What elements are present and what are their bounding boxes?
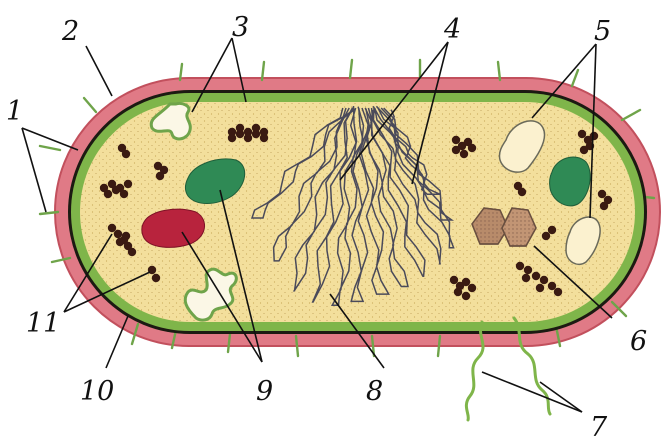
ribosome-dot — [114, 230, 122, 238]
ribosome-dot — [236, 130, 244, 138]
ribosome-dot — [112, 186, 120, 194]
label-8: 8 — [366, 376, 383, 407]
ribosome-dot — [260, 134, 268, 142]
ribosome-dot — [518, 188, 526, 196]
label-9: 9 — [256, 376, 273, 407]
ribosome-dot — [468, 284, 476, 292]
pilus-icon — [572, 70, 578, 86]
ribosome-dot — [122, 150, 130, 158]
ribosome-dot — [156, 172, 164, 180]
label-11: 11 — [26, 308, 60, 339]
label-3: 3 — [232, 12, 249, 43]
label-1: 1 — [6, 96, 23, 127]
ribosome-dot — [452, 136, 460, 144]
label-5: 5 — [594, 16, 611, 47]
ribosome-dot — [108, 224, 116, 232]
pilus-icon — [350, 60, 352, 78]
ribosome-dot — [452, 146, 460, 154]
pilus-icon — [84, 98, 96, 112]
ribosome-dot — [120, 190, 128, 198]
ribosome-dot — [462, 278, 470, 286]
ribosome-dot — [116, 238, 124, 246]
ribosome-dot — [104, 190, 112, 198]
label-4: 4 — [443, 14, 461, 45]
ribosome-dot — [516, 262, 524, 270]
ribosome-dot — [548, 226, 556, 234]
ribosome-dot — [532, 272, 540, 280]
ribosome-dot — [462, 292, 470, 300]
ribosome-dot — [524, 266, 532, 274]
pilus-icon — [40, 146, 60, 150]
ribosome-dot — [228, 134, 236, 142]
ribosome-dot — [598, 190, 606, 198]
ribosome-dot — [522, 274, 530, 282]
ribosome-dot — [542, 232, 550, 240]
pilus-icon — [622, 110, 640, 120]
ribosome-dot — [252, 130, 260, 138]
ribosome-dot — [580, 146, 588, 154]
ribosome-dot — [554, 288, 562, 296]
ribosome-dot — [548, 282, 556, 290]
ribosome-dot — [590, 132, 598, 140]
label-2: 2 — [61, 16, 79, 47]
ribosome-dot — [468, 144, 476, 152]
label-10: 10 — [80, 376, 114, 407]
ribosome-dot — [450, 276, 458, 284]
ribosome-dot — [536, 284, 544, 292]
ribosome-dot — [578, 130, 586, 138]
ribosome-dot — [454, 288, 462, 296]
ribosome-dot — [600, 202, 608, 210]
ribosome-dot — [122, 232, 130, 240]
ribosome-dot — [124, 180, 132, 188]
ribosome-dot — [128, 248, 136, 256]
ribosome-dot — [540, 276, 548, 284]
label-7: 7 — [590, 412, 608, 440]
ribosome-dot — [460, 150, 468, 158]
label-6: 6 — [630, 326, 647, 357]
ribosome-dot — [244, 134, 252, 142]
ribosome-dot — [152, 274, 160, 282]
